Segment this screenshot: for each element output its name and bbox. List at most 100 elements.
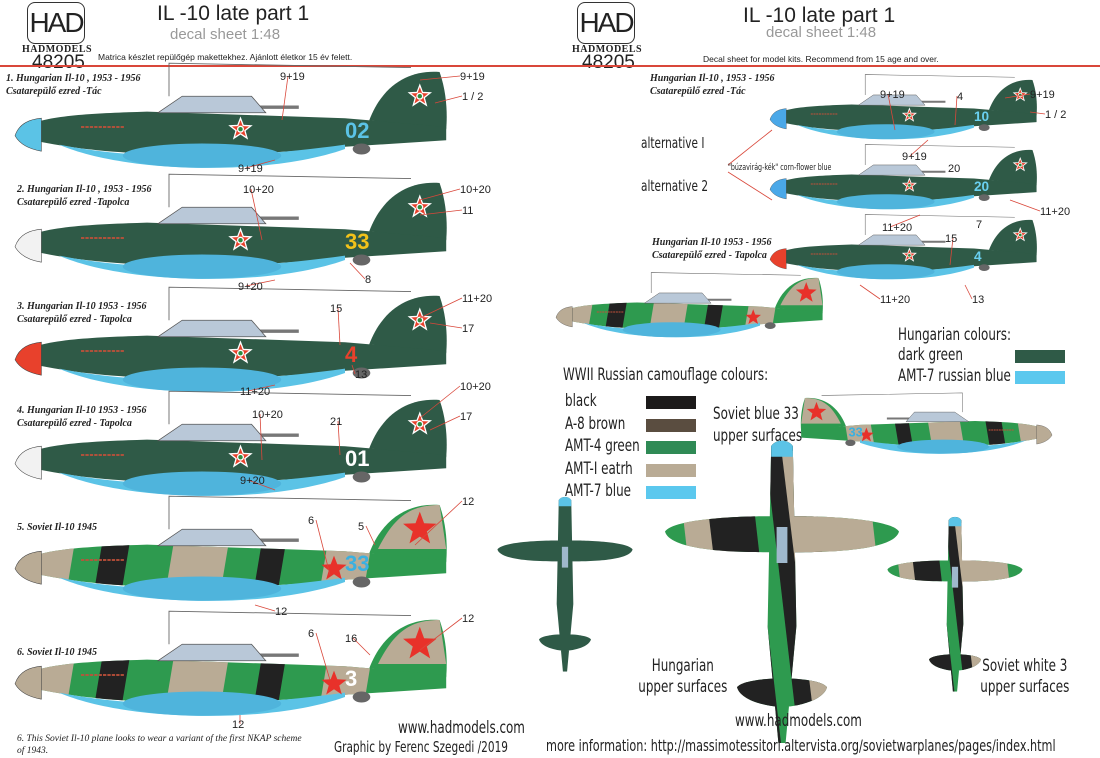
right-profile-2: 20 bbox=[769, 144, 1037, 210]
star-insignia bbox=[321, 670, 347, 695]
website-link[interactable]: www.hadmodels.com bbox=[735, 711, 862, 731]
colour-swatch bbox=[646, 486, 696, 499]
decal-number-label: 13 bbox=[972, 294, 984, 306]
hungarian-colours-title: Hungarian colours: bbox=[898, 325, 1012, 345]
colour-swatch bbox=[646, 418, 696, 432]
spinner bbox=[769, 108, 787, 130]
decal-number-label: 9+19 bbox=[902, 151, 927, 163]
top-view-blue33 bbox=[664, 440, 900, 744]
header-divider bbox=[0, 65, 1100, 67]
aircraft-code: 33 bbox=[345, 229, 369, 254]
top-view-hungarian bbox=[497, 496, 633, 672]
canopy bbox=[156, 95, 267, 114]
star-insignia bbox=[859, 427, 874, 442]
decal-number-label: 17 bbox=[460, 411, 472, 423]
spinner bbox=[14, 341, 42, 376]
fuselage bbox=[770, 174, 1037, 202]
wing bbox=[122, 691, 282, 716]
canopy bbox=[857, 164, 926, 176]
decal-number-label: 11 bbox=[462, 205, 473, 217]
decal-number-label: 13 bbox=[355, 369, 367, 381]
decal-number-label: 9+20 bbox=[238, 281, 263, 293]
aircraft-code: 20 bbox=[974, 179, 989, 194]
more-info-link[interactable]: more information: http://massimotessitor… bbox=[546, 736, 1056, 755]
decal-number-label: 10+20 bbox=[460, 381, 491, 393]
right-profile-3: 4 bbox=[769, 214, 1037, 280]
decal-number-label: 15 bbox=[945, 233, 957, 245]
decal-number-label: 21 bbox=[330, 416, 342, 428]
aircraft-code: 4 bbox=[345, 342, 358, 367]
website-link[interactable]: www.hadmodels.com bbox=[398, 718, 525, 738]
wing bbox=[836, 194, 935, 210]
decal-number-label: 9+19 bbox=[880, 89, 905, 101]
star-insignia bbox=[321, 555, 347, 580]
wing bbox=[122, 367, 282, 392]
decal-number-label: 11+20 bbox=[1040, 206, 1070, 218]
star-insignia bbox=[795, 282, 817, 302]
profile-4: 01 bbox=[14, 390, 447, 496]
spinner bbox=[14, 228, 42, 263]
wing bbox=[122, 254, 282, 279]
wing bbox=[836, 264, 935, 280]
colour-swatch bbox=[646, 441, 696, 454]
colour-name: AMT-I eatrh bbox=[565, 458, 633, 479]
aircraft-code: 4 bbox=[974, 249, 982, 264]
decal-number-label: 11+20 bbox=[882, 222, 912, 234]
wing bbox=[836, 124, 935, 140]
aircraft-code: 10 bbox=[974, 109, 989, 124]
had-logo: HAD bbox=[577, 2, 635, 44]
spinner bbox=[14, 665, 42, 700]
russian-colours-title: WWII Russian camouflage colours: bbox=[563, 365, 769, 385]
sheet-subtitle: decal sheet 1:48 bbox=[170, 26, 281, 43]
profile-1: 02 bbox=[14, 62, 447, 168]
canopy bbox=[156, 319, 267, 338]
had-logo: HAD bbox=[27, 2, 85, 44]
right-profile-1: 10 bbox=[769, 74, 1037, 140]
age-note: Matrica készlet repülőgép makettekhez. A… bbox=[98, 52, 353, 62]
decal-number-label: 9+19 bbox=[1030, 89, 1055, 101]
fuselage bbox=[15, 335, 447, 379]
decal-number-label: 11+20 bbox=[240, 386, 270, 398]
sheet-title: IL -10 late part 1 bbox=[157, 2, 310, 25]
tail-fin bbox=[369, 399, 447, 458]
top-view-blue33-caption: Soviet blue 33 upper surfaces bbox=[713, 404, 803, 446]
decal-number-label: 6 bbox=[308, 628, 314, 640]
sheet-subtitle: decal sheet 1:48 bbox=[766, 24, 877, 41]
tail-fin bbox=[369, 71, 447, 130]
top-view-white3-caption: Soviet white 3 upper surfaces bbox=[980, 656, 1070, 697]
decal-number-label: 12 bbox=[462, 496, 474, 508]
canopy bbox=[643, 292, 712, 304]
profile-5: 33 bbox=[14, 495, 447, 601]
colour-swatch bbox=[1015, 350, 1065, 363]
fuselage bbox=[15, 222, 447, 266]
profile-6-caption: 6. Soviet Il-10 1945 bbox=[17, 647, 97, 658]
decal-number-label: 16 bbox=[345, 633, 357, 645]
canopy bbox=[857, 234, 926, 246]
decal-number-label: 12 bbox=[275, 606, 287, 618]
blue33-profile: 33 bbox=[800, 392, 1053, 454]
star-insignia bbox=[806, 401, 827, 421]
tail-fin bbox=[369, 295, 447, 354]
profile-6-note: 6. This Soviet Il-10 plane looks to wear… bbox=[17, 734, 302, 756]
colour-swatch bbox=[1015, 371, 1065, 384]
aircraft-code: 01 bbox=[345, 446, 369, 471]
decal-number-label: 10+20 bbox=[460, 184, 491, 196]
decal-number-label: 10+20 bbox=[252, 409, 283, 421]
spinner bbox=[14, 117, 42, 152]
wing bbox=[897, 439, 990, 454]
colour-name: black bbox=[565, 391, 597, 411]
tail-fin bbox=[369, 182, 447, 241]
aircraft-code: 33 bbox=[345, 551, 369, 576]
tail-fin bbox=[988, 79, 1037, 116]
camo-profile bbox=[555, 272, 823, 338]
colour-name: AMT-7 russian blue bbox=[898, 366, 1011, 386]
decal-number-label: 5 bbox=[358, 521, 364, 533]
alternative-2-label: alternative 2 bbox=[641, 177, 709, 195]
colour-name: A-8 brown bbox=[565, 413, 626, 434]
profile-6: 3 bbox=[14, 610, 447, 716]
